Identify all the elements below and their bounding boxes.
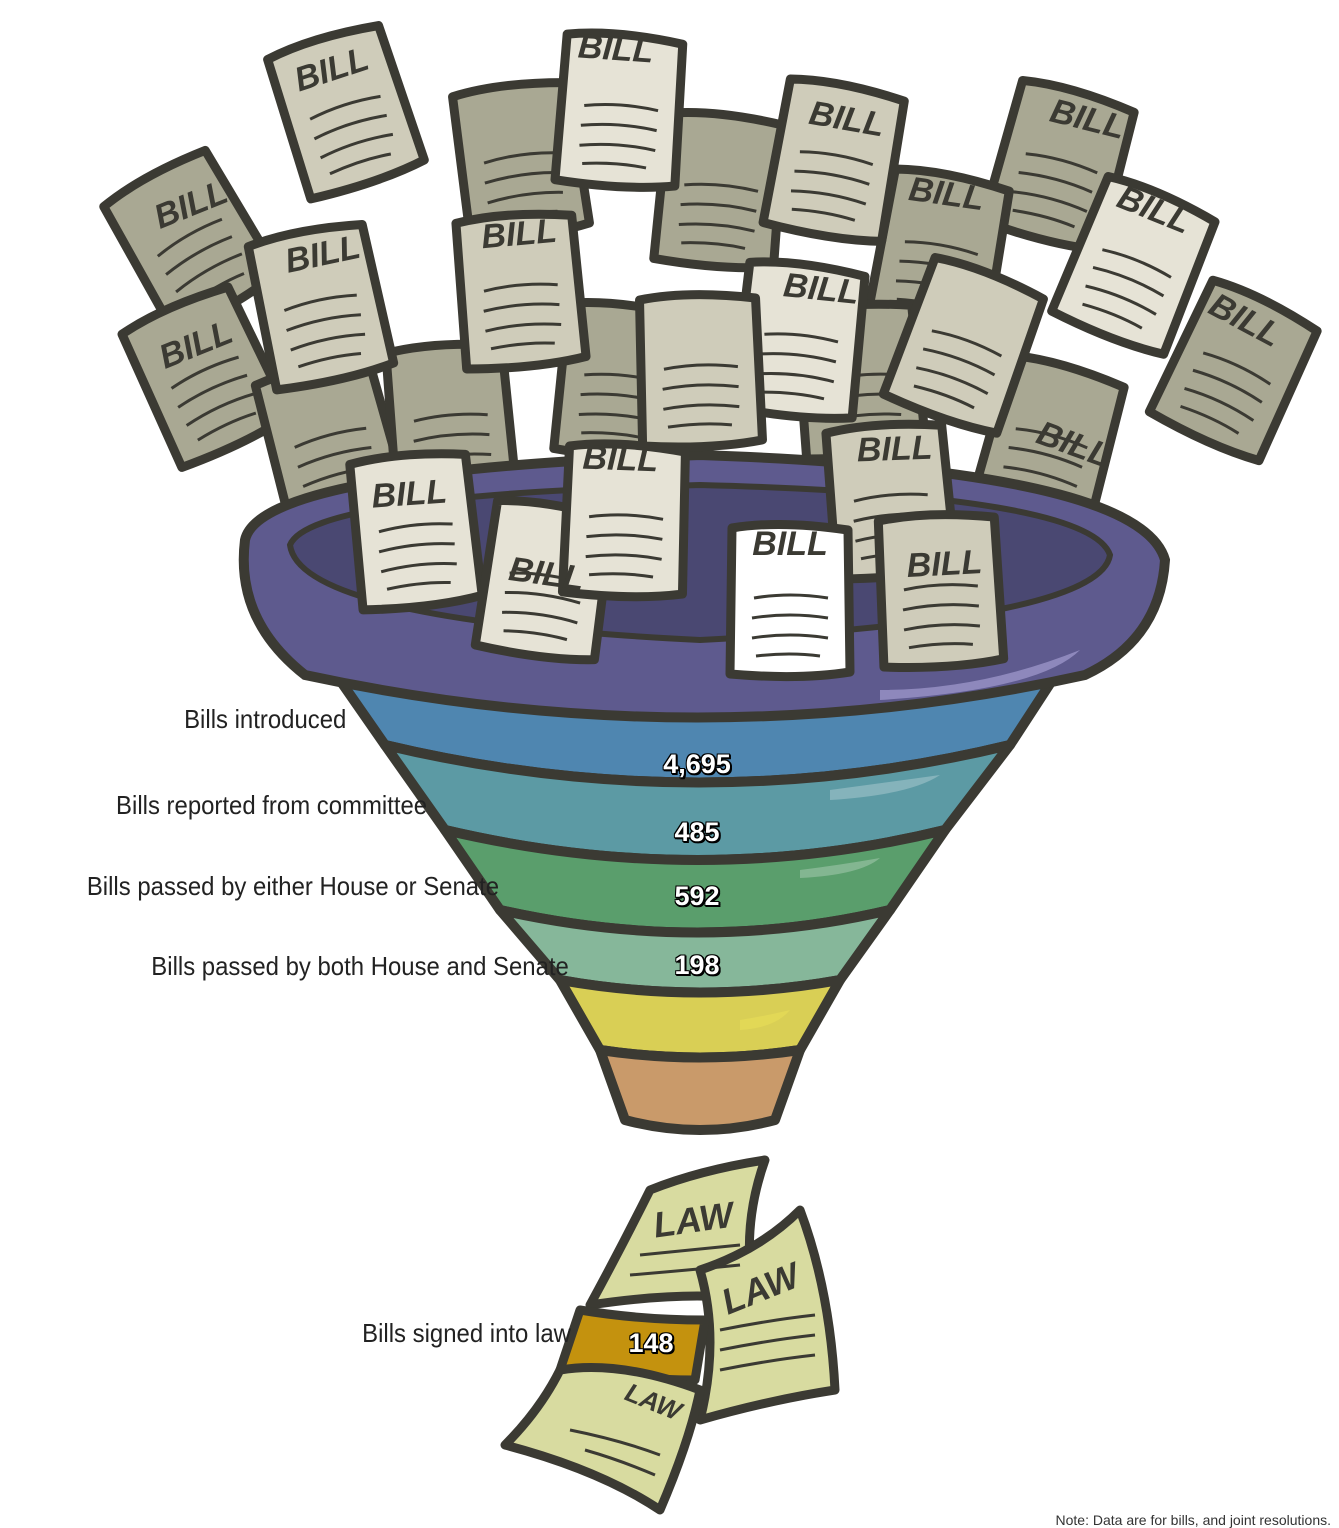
law-lines xyxy=(569,1243,816,1477)
band-tip xyxy=(595,1045,805,1135)
bill-text: BILL xyxy=(582,439,659,480)
bill-text: BILL xyxy=(856,429,933,470)
bill-text: BILL xyxy=(480,212,559,256)
footnote: Note: Data are for bills, and joint reso… xyxy=(1055,1512,1331,1528)
stage-value-both: 198 xyxy=(674,950,720,980)
stage-label-reported: Bills reported from committee xyxy=(115,790,427,820)
stage-label-either: Bills passed by either House or Senate xyxy=(86,871,499,901)
stage-value-reported: 485 xyxy=(674,817,720,847)
bill-text: BILL xyxy=(370,472,448,515)
stage-label-introduced: Bills introduced xyxy=(183,704,346,734)
funnel-body xyxy=(300,625,1090,1135)
stage-value-either: 592 xyxy=(674,881,720,911)
bill-text: BILL xyxy=(752,525,828,563)
stage-label-law: Bills signed into law xyxy=(362,1318,571,1348)
bill-text: BILL xyxy=(782,266,861,312)
bill-text: BILL xyxy=(577,27,655,70)
stage-value-law: 148 xyxy=(628,1328,674,1358)
stage-value-introduced: 4,695 xyxy=(663,749,731,779)
bill-text: BILL xyxy=(906,543,983,585)
stage-label-both: Bills passed by both House and Senate xyxy=(151,951,569,981)
